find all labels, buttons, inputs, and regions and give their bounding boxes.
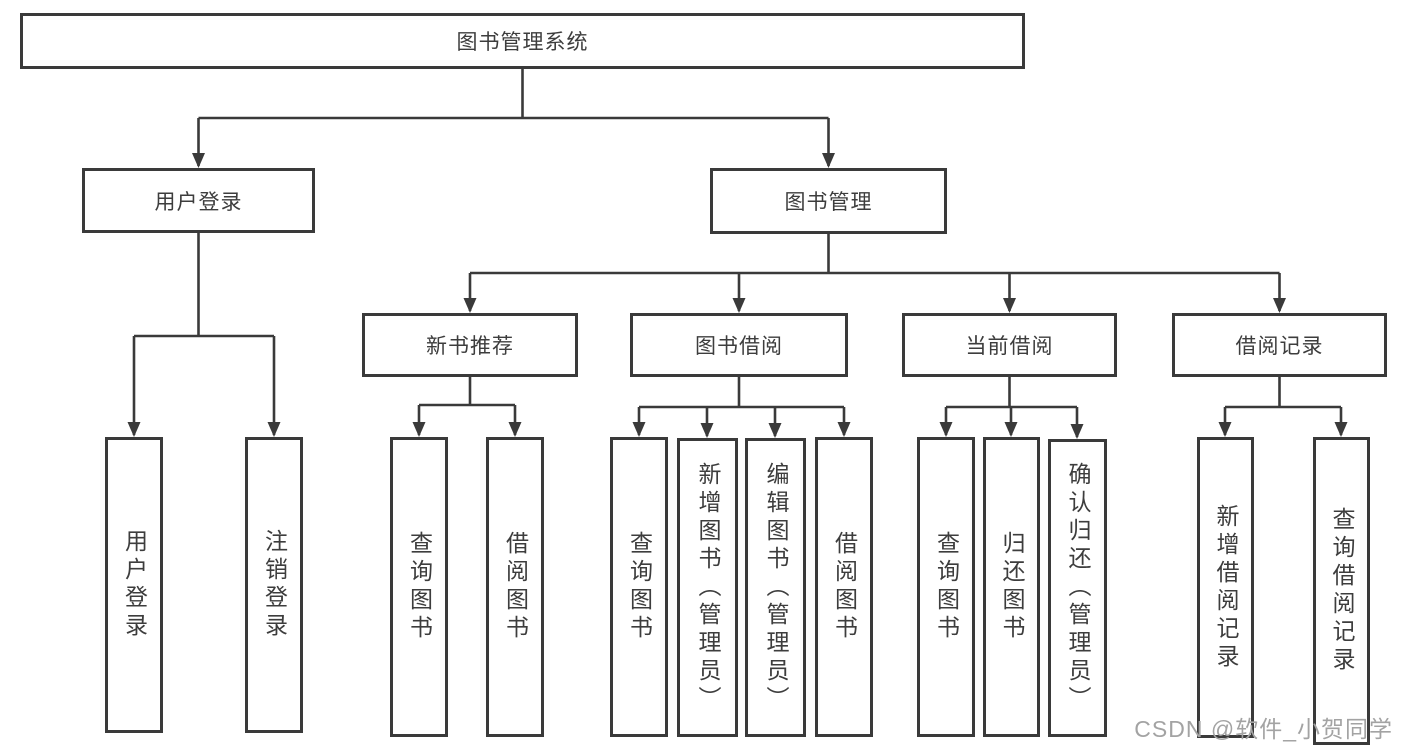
leaf-label: 查询图书 [406,531,433,643]
csdn-watermark: CSDN @软件_小贺同学 [1134,716,1393,742]
node-borrow-records: 借阅记录 [1172,313,1387,377]
leaf-label: 归还图书 [999,531,1025,643]
node-current-borrow: 当前借阅 [902,313,1117,377]
leaf-label: 注销登录 [261,529,288,641]
leaf-edit-book-admin: 编辑图书（管理员） [745,438,806,737]
leaf-label: 借阅图书 [502,531,529,643]
leaf-label: 借阅图书 [831,531,858,643]
leaf-label: 新增图书（管理员） [695,461,721,714]
leaf-label: 查询图书 [933,531,960,643]
node-new-book-recommend: 新书推荐 [362,313,578,377]
leaf-query-book-borrow: 查询图书 [610,437,668,737]
node-user-login: 用户登录 [82,168,315,233]
node-book-management: 图书管理 [710,168,947,234]
leaf-label: 新增借阅记录 [1213,503,1239,672]
leaf-logout: 注销登录 [245,437,303,733]
leaf-query-book-current: 查询图书 [917,437,975,737]
leaf-label: 查询借阅记录 [1329,507,1355,675]
node-book-borrow: 图书借阅 [630,313,848,377]
node-library-system: 图书管理系统 [20,13,1025,69]
leaf-label: 确认归还（管理员） [1065,462,1091,714]
leaf-label: 查询图书 [626,531,653,643]
leaf-borrow-book: 借阅图书 [815,437,873,737]
leaf-return-book: 归还图书 [983,437,1040,737]
leaf-confirm-return-admin: 确认归还（管理员） [1048,439,1107,737]
leaf-user-login: 用户登录 [105,437,163,733]
leaf-label: 用户登录 [121,529,148,641]
leaf-query-borrow-record: 查询借阅记录 [1313,437,1370,745]
leaf-add-book-admin: 新增图书（管理员） [677,438,738,737]
leaf-label: 编辑图书（管理员） [763,461,789,714]
leaf-borrow-book-recommend: 借阅图书 [486,437,544,737]
leaf-add-borrow-record: 新增借阅记录 [1197,437,1254,738]
leaf-query-book-recommend: 查询图书 [390,437,448,737]
